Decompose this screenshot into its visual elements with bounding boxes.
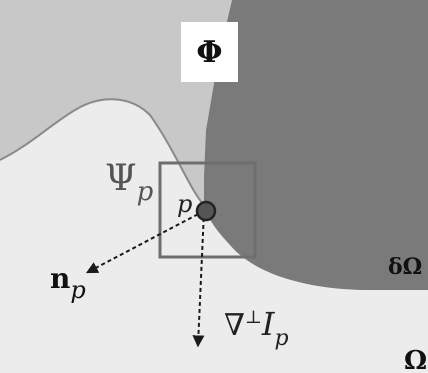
point-p-marker bbox=[195, 200, 217, 222]
point-label: p bbox=[177, 190, 193, 218]
normal-subscript: p bbox=[70, 276, 86, 304]
phi-label-box: Φ bbox=[181, 22, 238, 82]
normal-arrow bbox=[85, 210, 205, 274]
patch-square bbox=[158, 161, 257, 259]
isophote-subscript: p bbox=[274, 326, 289, 351]
isophote-I: I bbox=[261, 305, 275, 343]
normal-label: np bbox=[50, 262, 86, 304]
psi-symbol: Ψ bbox=[105, 158, 137, 199]
isophote-perp: ⊥ bbox=[244, 307, 262, 328]
isophote-arrow bbox=[192, 210, 205, 348]
normal-symbol: n bbox=[50, 262, 71, 295]
boundary-contour bbox=[0, 98, 205, 206]
psi-label: Ψp bbox=[105, 158, 153, 207]
phi-label: Φ bbox=[196, 34, 223, 70]
isophote-nabla: ∇ bbox=[224, 308, 245, 343]
fill-front-region bbox=[204, 0, 428, 290]
omega-label: Ω bbox=[404, 346, 428, 373]
psi-subscript: p bbox=[136, 177, 154, 207]
isophote-label: ∇⊥Ip bbox=[224, 305, 289, 351]
boundary-label: δΩ bbox=[388, 254, 423, 280]
